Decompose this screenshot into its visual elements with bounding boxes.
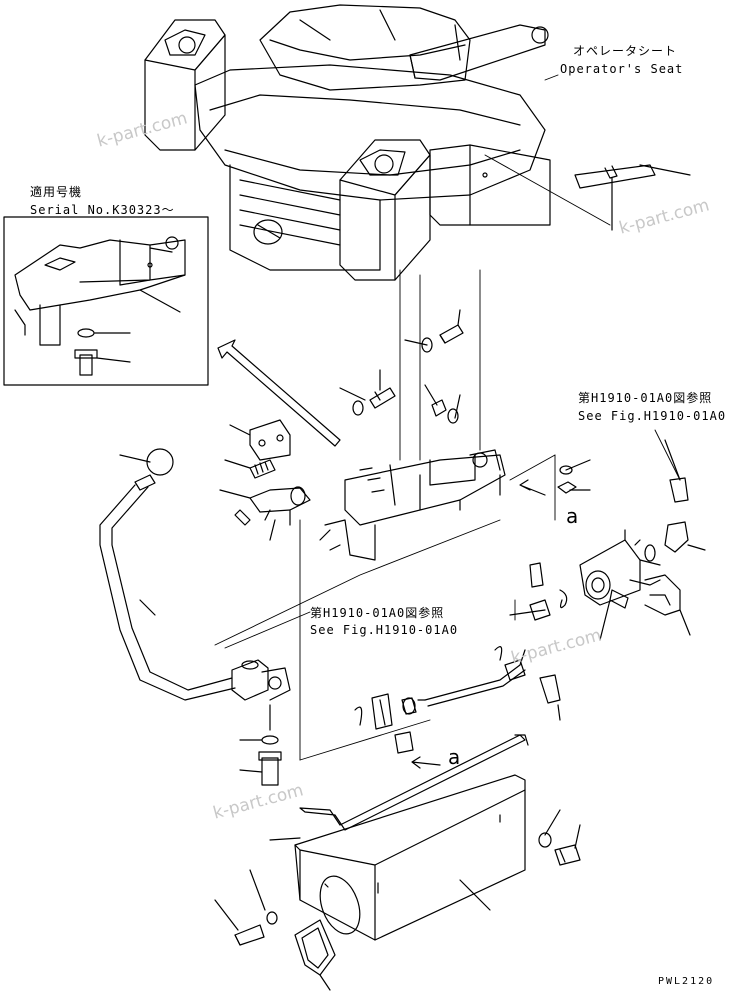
drawing-number: PWL2120 [658,976,715,987]
operator-seat [144,4,551,281]
main-bracket [319,449,506,561]
leader-lines [214,74,681,761]
reference-label-jp-2: 第H1910-01A0図参照 [310,606,445,620]
inset-bracket [14,236,186,376]
seat-label-en: Operator's Seat [560,62,684,76]
reference-label-jp-1: 第H1910-01A0図参照 [578,391,713,405]
cover-panel [214,734,581,991]
control-cable [354,646,561,754]
cable-cylinder [509,477,706,641]
serial-label-jp: 適用号機 [30,185,83,199]
serial-inset-box [3,216,209,386]
control-lever [99,448,291,786]
marker-a-right: a [566,504,580,528]
bolts-washers-center [339,309,591,494]
marker-arrows [411,439,681,769]
reference-label-en-1: See Fig.H1910-01A0 [578,409,727,423]
serial-label-en: Serial No.K30323～ [30,203,175,217]
direction-arrow [217,339,341,447]
plate-bracket [574,164,691,231]
reference-label-en-2: See Fig.H1910-01A0 [310,623,459,637]
seat-label-jp: オペレータシート [573,44,678,58]
left-small-parts [219,419,311,541]
marker-a-bottom: a [448,745,462,769]
